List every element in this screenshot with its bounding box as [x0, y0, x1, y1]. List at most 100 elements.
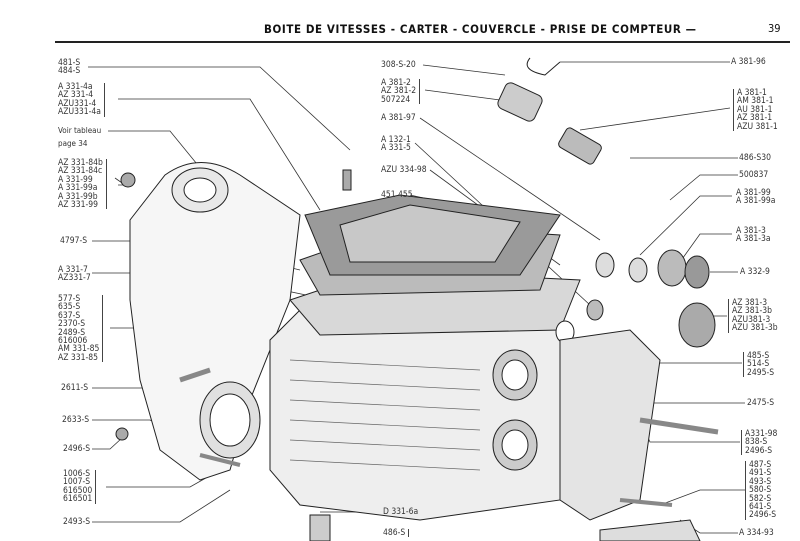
page-number: 39 [768, 22, 781, 35]
label-486s: 486-S [383, 528, 410, 538]
header-rule [55, 41, 790, 43]
part-number: 2496-S [749, 510, 777, 521]
part-number: A 381-3a [736, 234, 771, 245]
part-number: 637-S [58, 310, 81, 321]
part-number: A 381-99 [736, 188, 771, 198]
part-number: AZ 381-3 [732, 298, 768, 308]
label-4797s: 4797-S [60, 236, 88, 246]
part-number: AM 381-1 [737, 96, 774, 107]
part-number: A 331-7 [58, 265, 88, 275]
part-number: 616501 [63, 494, 93, 505]
part-number: 1007-S [63, 477, 91, 488]
label-486s30: 486-S30 [739, 153, 771, 163]
part-number: 641-S [749, 502, 772, 513]
part-number: 582-S [749, 493, 772, 504]
part-number: A 381-99a [736, 196, 776, 207]
label-2475s: 2475-S [747, 398, 775, 408]
part-number: 493-S [749, 476, 772, 487]
part-number: 616500 [63, 485, 93, 496]
bolts [115, 169, 352, 541]
part-number: 838-S [745, 437, 768, 448]
part-number: A 381-2 [381, 78, 411, 88]
part-number: A 132-1 [381, 135, 411, 145]
rear-housing [559, 329, 719, 541]
part-number: A 331-99 [58, 174, 93, 185]
speedometer-drive-parts [497, 57, 716, 348]
part-number: 507224 [381, 94, 411, 105]
part-number: 2370-S [58, 319, 86, 330]
label-a381-96: A 381-96 [731, 57, 766, 67]
part-number: 514-S [747, 359, 770, 370]
part-number: AZ 381-3b [732, 306, 772, 317]
part-number: AU 381-1 [737, 104, 773, 115]
part-number: 2495-S [747, 367, 775, 378]
label-2496s: 2496-S [63, 444, 91, 454]
part-number: AZ 381-1 [737, 113, 773, 124]
part-number: AM 331-85 [58, 344, 100, 355]
part-number: 484-S [58, 66, 81, 77]
label-2611s: 2611-S [61, 383, 89, 393]
part-number: A331-98 [745, 429, 778, 439]
part-number: AZ 331-84b [58, 158, 103, 168]
part-number: 577-S [58, 294, 81, 304]
part-number: A 381-3 [736, 226, 766, 236]
label-d331-6a: D 331-6a [383, 507, 419, 517]
main-housing [269, 309, 561, 521]
part-number: AZU331-4a [58, 107, 101, 118]
part-number: AZ 331-99 [58, 200, 98, 211]
part-number: 635-S [58, 302, 81, 313]
label-a332-9: A 332-9 [740, 267, 770, 277]
part-number: AZ 381-2 [381, 86, 417, 97]
part-number: 580-S [749, 485, 772, 496]
label-2633s: 2633-S [62, 415, 90, 425]
part-number: A 331-99b [58, 191, 98, 202]
part-number: A 331-4a [58, 82, 93, 92]
part-number: 485-S [747, 351, 770, 361]
part-number: AZU 381-1 [737, 121, 778, 132]
label-500837: 500837 [739, 170, 769, 180]
part-number: AZU 381-3b [732, 323, 778, 334]
part-number: 481-S [58, 58, 81, 68]
part-number: AZU381-3 [732, 314, 771, 325]
part-number: 486-S [383, 528, 406, 538]
part-number: A 331-99a [58, 183, 98, 194]
part-number: 487-S [749, 460, 772, 470]
label-308s20: 308-S-20 [381, 60, 416, 70]
page-title: BOITE DE VITESSES - CARTER - COUVERCLE -… [264, 22, 697, 36]
label-a381-97: A 381-97 [381, 113, 416, 123]
label-2493s: 2493-S [63, 517, 91, 527]
part-number: A 381-1 [737, 88, 767, 98]
part-number: 616006 [58, 336, 88, 347]
label-451455: 451 455 [381, 190, 413, 200]
label-a334-93: A 334-93 [739, 528, 774, 538]
part-number: 491-S [749, 468, 772, 479]
part-number: 2489-S [58, 327, 86, 338]
part-number: AZ331-7 [58, 273, 91, 284]
part-number: 1006-S [63, 469, 91, 479]
cover-and-gaskets [289, 194, 581, 336]
side-bracket [129, 162, 301, 481]
label-azu334-98: AZU 334-98 [381, 165, 427, 175]
part-number: 2496-S [745, 445, 773, 456]
part-number: AZU331-4 [58, 98, 97, 109]
part-number: A 331-5 [381, 143, 411, 154]
part-number: AZ 331-4 [58, 90, 94, 101]
part-number: Voir tableau [58, 126, 102, 135]
